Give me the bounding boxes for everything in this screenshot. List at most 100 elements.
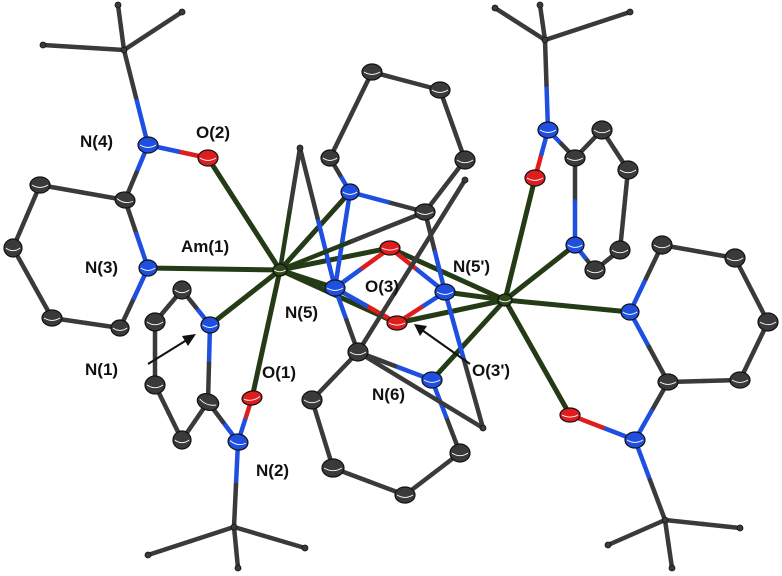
atom-t4b <box>114 1 122 9</box>
atom-n2 <box>227 433 249 451</box>
atom-c2t <box>230 523 238 531</box>
bond-half <box>418 387 486 431</box>
label-o2: O(2) <box>196 123 230 142</box>
atom-c8a <box>564 149 586 167</box>
bond-half <box>121 28 156 53</box>
o3p-arrowhead <box>414 324 427 336</box>
metal-bond <box>277 245 393 273</box>
atom-axis-line <box>659 381 677 385</box>
atom-p1n <box>340 183 360 201</box>
atom-c8e <box>584 260 606 280</box>
label-am1: Am(1) <box>181 237 229 256</box>
atom-axis-line <box>342 191 358 195</box>
bond-half <box>350 209 428 244</box>
atom-axis-line <box>431 89 449 93</box>
atom-axis-line <box>139 144 157 148</box>
atom-p1a <box>320 149 340 167</box>
atom-o1 <box>241 390 263 406</box>
bond-half <box>662 517 705 527</box>
bond-half <box>297 145 320 221</box>
atom-t7c <box>626 8 634 16</box>
metal-bond <box>429 297 508 383</box>
atom-axis-line <box>363 71 381 75</box>
atom-c9b <box>651 235 673 255</box>
metal-bond <box>277 189 353 273</box>
n1-arrowhead <box>182 334 196 346</box>
atom-o3 <box>379 240 401 256</box>
atom-n9 <box>620 303 640 321</box>
bond-half <box>647 477 668 523</box>
bond-half <box>542 23 590 43</box>
atom-c3a <box>114 191 136 209</box>
atom-axis-line <box>567 244 583 248</box>
atom-c8d <box>609 240 631 260</box>
label-o1: O(1) <box>262 363 296 382</box>
atom-axis-line <box>611 249 629 254</box>
metal-bond <box>205 155 283 273</box>
bond-half <box>231 482 239 530</box>
atom-p1b <box>361 63 383 81</box>
atom-m2 <box>461 176 469 184</box>
atom-axis-line <box>112 327 128 331</box>
label-n4: N(4) <box>80 132 113 151</box>
atom-axis-line <box>561 414 579 418</box>
atom-o5 <box>559 407 581 423</box>
atom-layer <box>3 1 779 572</box>
bond-half <box>461 357 486 431</box>
atom-axis-line <box>229 440 247 446</box>
bond-half <box>700 521 743 531</box>
bond-half <box>287 145 303 212</box>
atom-axis-line <box>5 247 21 252</box>
atom-axis-line <box>759 321 777 326</box>
atom-n3 <box>138 259 158 277</box>
atom-c9c <box>724 248 746 268</box>
atom-c1a <box>196 392 220 412</box>
atom-t2b <box>234 564 242 572</box>
atom-n10 <box>624 431 646 449</box>
atom-axis-line <box>499 299 511 303</box>
atom-axis-line <box>381 247 399 251</box>
atom-o3p <box>386 315 408 331</box>
label-n6: N(6) <box>372 385 405 404</box>
atom-axis-line <box>322 157 338 161</box>
metal-bond <box>145 265 283 273</box>
atom-axis-line <box>593 129 611 134</box>
atom-p1d <box>454 150 476 170</box>
atom-n8 <box>565 236 585 254</box>
atom-axis-line <box>274 269 286 273</box>
bond-half <box>267 535 308 551</box>
label-n2: N(2) <box>256 461 289 480</box>
atom-axis-line <box>303 399 321 404</box>
atom-n4 <box>137 136 159 154</box>
bond-half <box>585 9 633 29</box>
atom-n5 <box>324 279 346 297</box>
atom-axis-line <box>323 467 343 472</box>
atom-t4a <box>39 41 47 49</box>
atom-c3d <box>41 309 63 327</box>
atom-axis-line <box>199 157 217 161</box>
atom-m3 <box>479 424 487 432</box>
atom-axis-line <box>622 311 638 315</box>
atom-n1 <box>200 316 220 334</box>
atom-n6 <box>421 371 443 389</box>
bond-half <box>542 37 549 88</box>
atom-am1 <box>272 263 288 277</box>
metal-bond <box>502 175 538 303</box>
label-n5p: N(5') <box>453 257 490 276</box>
bond-half <box>231 524 272 540</box>
atom-axis-line <box>526 177 544 181</box>
atom-axis-line <box>202 324 218 328</box>
atom-t7b <box>536 1 544 9</box>
atom-o4 <box>524 169 546 187</box>
n1-arrow-line <box>147 337 191 365</box>
atom-axis-line <box>43 317 61 321</box>
atom-c9e <box>729 371 751 389</box>
atom-axis-line <box>116 198 134 204</box>
bond-half <box>81 45 127 53</box>
bond-half <box>188 524 237 544</box>
atom-axis-line <box>539 129 557 133</box>
atom-axis-line <box>174 439 190 444</box>
atom-axis-line <box>566 157 584 161</box>
atom-t4c <box>178 8 186 16</box>
